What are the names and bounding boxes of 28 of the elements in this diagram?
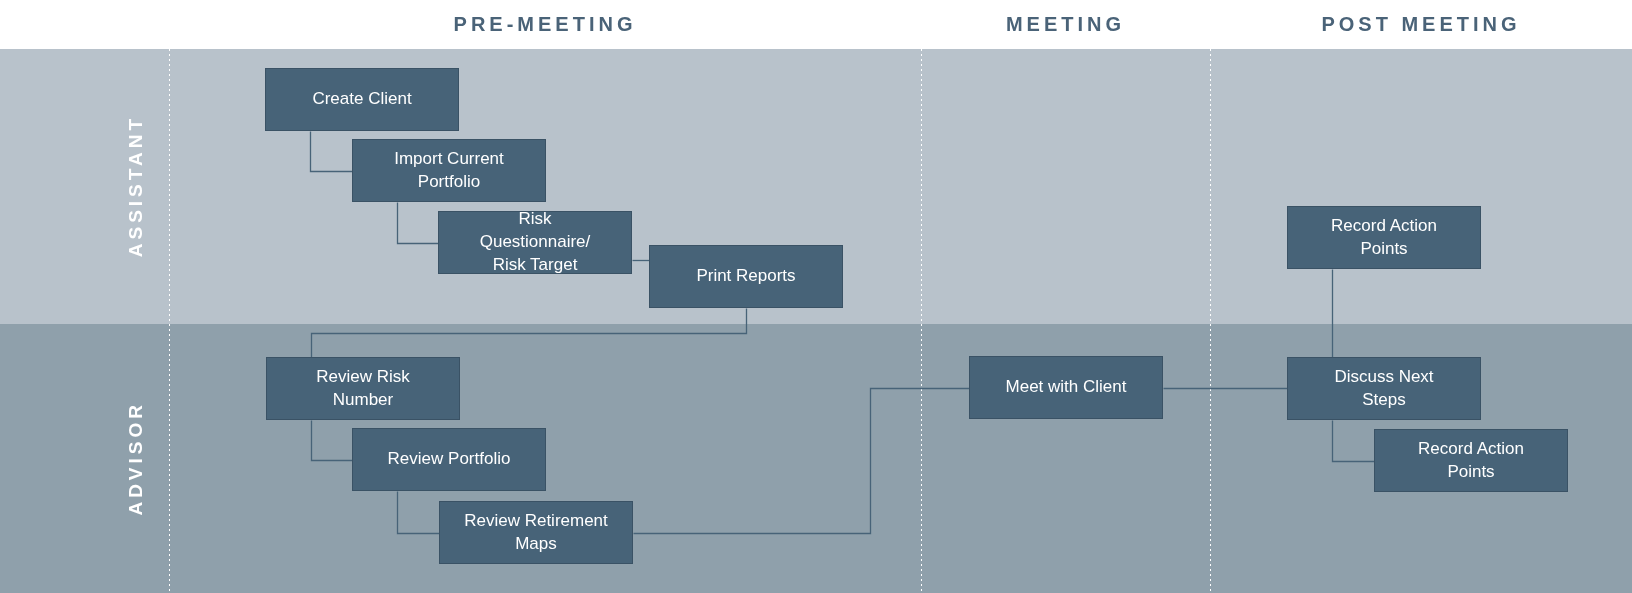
phase-heading: POST MEETING [1321, 13, 1521, 36]
connector-line [632, 387, 971, 535]
process-box: Discuss Next Steps [1287, 357, 1481, 420]
connector-line [396, 201, 440, 245]
connector-line [310, 307, 748, 359]
process-box: Record Action Points [1287, 206, 1481, 269]
process-box: Create Client [265, 68, 459, 131]
swimlane [0, 324, 1632, 593]
connector-line [309, 130, 354, 173]
connector-line [396, 490, 441, 535]
process-box: Record Action Points [1374, 429, 1568, 492]
lane-label: ADVISOR [125, 401, 147, 516]
process-box: Print Reports [649, 245, 843, 308]
connector-line [310, 419, 354, 462]
process-box: Review Retirement Maps [439, 501, 633, 564]
connector-line [631, 259, 651, 262]
swimlane [0, 49, 1632, 324]
phase-heading: MEETING [1005, 13, 1126, 36]
process-box: Risk Questionnaire/ Risk Target [438, 211, 632, 274]
connector-line [1331, 268, 1334, 359]
connector-line [1162, 387, 1289, 390]
lane-label: ASSISTANT [125, 115, 147, 258]
process-box: Review Portfolio [352, 428, 546, 491]
process-box: Import Current Portfolio [352, 139, 546, 202]
connector-line [1331, 419, 1376, 463]
phase-heading: PRE-MEETING [453, 13, 637, 36]
process-box: Review Risk Number [266, 357, 460, 420]
process-box: Meet with Client [969, 356, 1163, 419]
